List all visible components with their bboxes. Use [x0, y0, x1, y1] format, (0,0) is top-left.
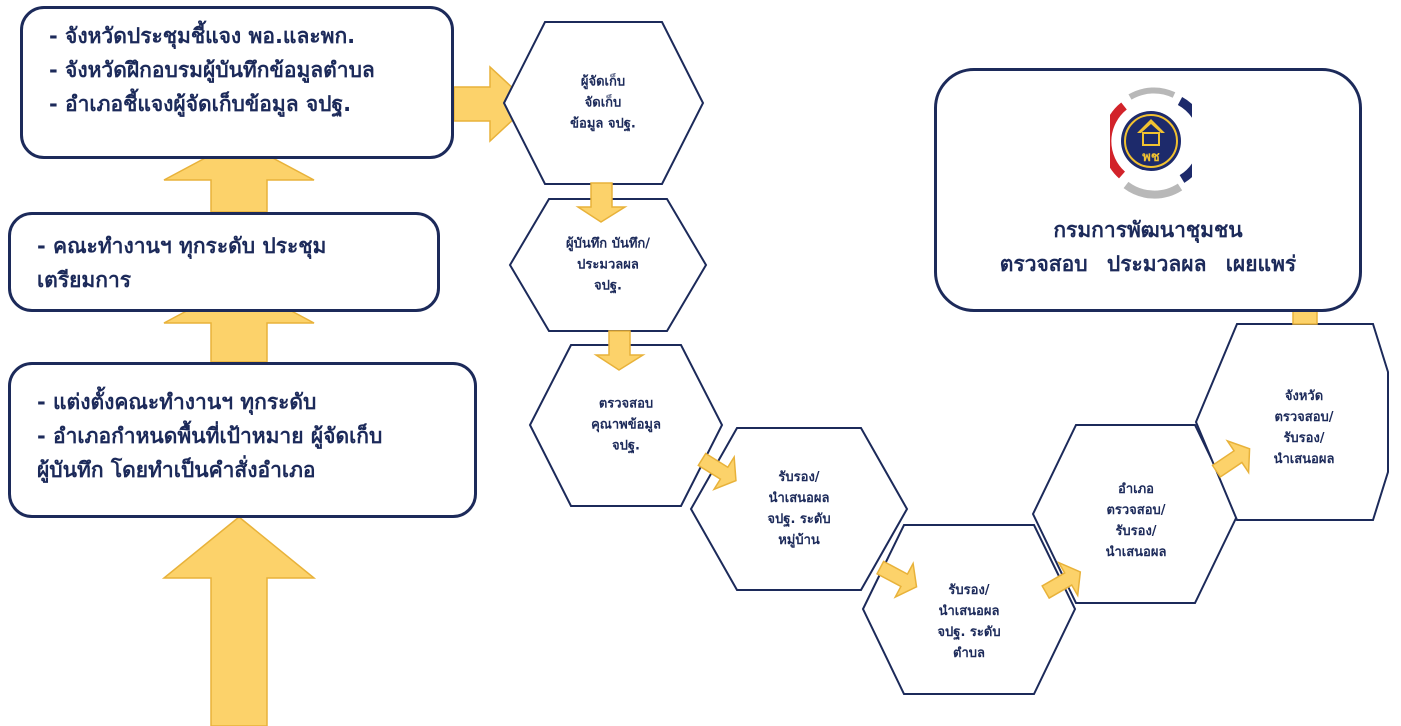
step-hex-3 [528, 344, 724, 507]
diag-arrow-6-7 [1211, 439, 1251, 479]
middle-info-box: - คณะทำงานฯ ทุกระดับ ประชุม เตรียมการ [8, 212, 440, 312]
department-name: กรมการพัฒนาชุมชน [1053, 218, 1243, 242]
step-5-label: รับรอง/นำเสนอผลจปฐ. ระดับตำบล [937, 583, 1001, 661]
logo-text: พช [1142, 150, 1160, 165]
top-info-line-1: - จังหวัดประชุมชี้แจง พอ.และพก. [49, 24, 356, 48]
department-logo: พช [1110, 87, 1192, 199]
bottom-info-box: - แต่งตั้งคณะทำงานฯ ทุกระดับ - อำเภอกำหน… [8, 362, 477, 518]
step-hex-1 [502, 21, 705, 185]
up-arrow-1 [161, 516, 317, 726]
right-arrow-to-step-1 [453, 65, 532, 143]
diag-arrow-4-5 [876, 560, 918, 599]
middle-info-line-2: เตรียมการ [37, 268, 132, 292]
step-1-label: ผู้จัดเก็บจัดเก็บข้อมูล จปฐ. [570, 74, 636, 132]
department-title: กรมการพัฒนาชุมชน ตรวจสอบ ประมวลผล เผยแพร… [937, 213, 1359, 281]
department-tasks: ตรวจสอบ ประมวลผล เผยแพร่ [999, 252, 1297, 276]
step-hex-6 [1031, 424, 1240, 604]
step-7-label: จังหวัดตรวจสอบ/รับรอง/นำเสนอผล [1273, 389, 1335, 467]
top-info-box: - จังหวัดประชุมชี้แจง พอ.และพก. - จังหวั… [20, 6, 454, 159]
step-2-label: ผู้บันทึก บันทึก/ประมวลผลจปฐ. [565, 236, 651, 294]
logo-house-body [1142, 132, 1160, 146]
department-box: พช กรมการพัฒนาชุมชน ตรวจสอบ ประมวลผล เผย… [934, 68, 1362, 312]
logo-emblem-ring [1124, 114, 1178, 168]
top-info-line-3: - อำเภอชี้แจงผู้จัดเก็บข้อมูล จปฐ. [49, 92, 352, 116]
bottom-info-line-3: ผู้บันทึก โดยทำเป็นคำสั่งอำเภอ [37, 458, 316, 482]
diag-arrow-5-6 [1041, 560, 1082, 600]
step-hex-4 [689, 427, 909, 591]
logo-gray-ring [1123, 181, 1183, 199]
logo-gray-ring-top [1128, 87, 1176, 100]
diag-arrow-3-4 [697, 452, 737, 491]
step-hex-2 [508, 198, 708, 332]
top-info-line-2: - จังหวัดฝึกอบรมผู้บันทึกข้อมูลตำบล [49, 58, 375, 82]
step-3-label: ตรวจสอบคุณาพข้อมูลจปฐ. [591, 396, 661, 454]
logo-emblem [1121, 111, 1181, 171]
step-4-label: รับรอง/นำเสนอผลจปฐ. ระดับหมู่บ้าน [767, 470, 831, 548]
logo-house-roof [1137, 119, 1165, 133]
down-arrow-1-2 [575, 182, 628, 223]
bottom-info-line-1: - แต่งตั้งคณะทำงานฯ ทุกระดับ [37, 390, 317, 414]
middle-info-line-1: - คณะทำงานฯ ทุกระดับ ประชุม [37, 234, 327, 258]
logo-red-ring [1110, 102, 1127, 179]
down-arrow-2-3 [593, 330, 646, 371]
step-hex-5 [861, 524, 1077, 695]
step-hex-7 [1194, 323, 1389, 521]
step-6-label: อำเภอตรวจสอบ/รับรอง/นำเสนอผล [1105, 482, 1167, 560]
logo-navy-ring [1177, 97, 1192, 183]
up-arrow-3 [163, 139, 315, 213]
bottom-info-line-2: - อำเภอกำหนดพื้นที่เป้าหมาย ผู้จัดเก็บ [37, 424, 383, 448]
